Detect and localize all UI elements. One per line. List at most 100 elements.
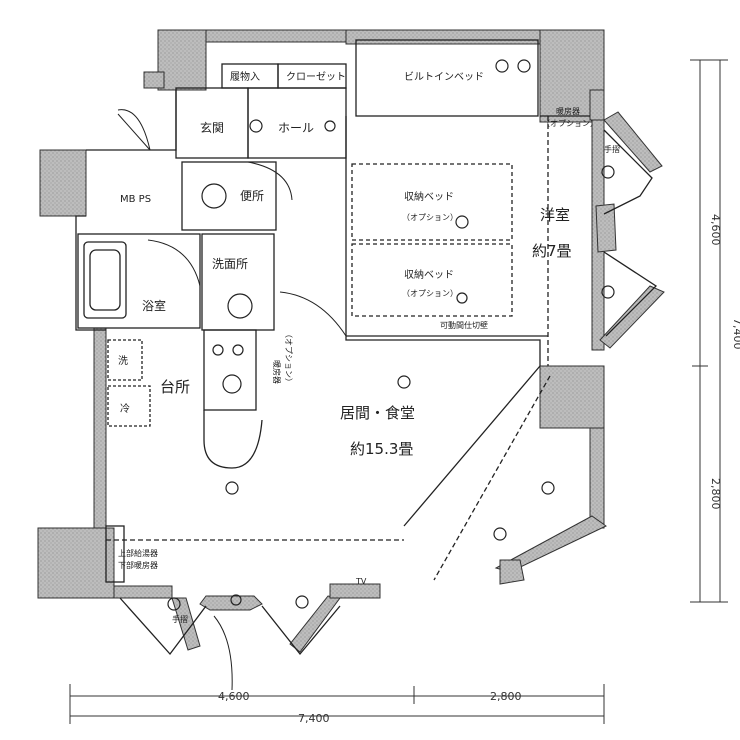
- dim-label-bottom-left: 4,600: [218, 690, 250, 703]
- living-diagonal-dashed: [433, 375, 551, 581]
- label-tv: TV: [355, 577, 367, 586]
- dim-label-bottom-total: 7,400: [298, 712, 330, 725]
- label-entrance: 玄関: [200, 120, 224, 135]
- label-western-room-size: 約7畳: [532, 242, 572, 260]
- wall-bottom-pier: [199, 595, 263, 611]
- toilet-bowl: [201, 183, 227, 209]
- light-bottom-pier: [230, 594, 242, 606]
- living-diagonal-wall: [403, 365, 541, 527]
- light-built-in-2: [517, 59, 531, 73]
- door-entrance-main: [117, 109, 151, 151]
- storage-bed-1-outline: [351, 163, 513, 241]
- light-kitchen: [225, 481, 239, 495]
- label-western-room: 洋室: [540, 206, 570, 224]
- light-living: [397, 375, 411, 389]
- door-washroom: [147, 239, 201, 287]
- washroom-room: [201, 233, 275, 331]
- closet-box: [277, 63, 347, 89]
- kitchen-counter: [203, 329, 257, 411]
- label-toilet: 便所: [240, 189, 264, 203]
- label-shoe-storage: 履物入: [230, 70, 260, 83]
- wall-block-bottom-left: [37, 527, 115, 599]
- interior-walls: [75, 39, 658, 656]
- label-living-dining-size: 約15.3畳: [350, 440, 413, 458]
- door-entrance-leaf: [117, 113, 151, 151]
- dim-label-right-lower: 2,800: [709, 478, 722, 510]
- label-bathroom: 浴室: [142, 298, 166, 313]
- wall-stub-pipe: [143, 71, 165, 89]
- structural-walls: [37, 29, 665, 653]
- label-fridge: 冷: [120, 402, 130, 415]
- light-bottom-mid: [295, 595, 309, 609]
- wall-right-column: [539, 365, 605, 429]
- label-storage-bed-2: 収納ベッド: [404, 268, 454, 281]
- dim-label-right-total: 7,400: [731, 318, 740, 350]
- wall-block-top-left: [157, 29, 207, 91]
- wall-bay-bottom: [171, 597, 201, 651]
- doors: [117, 109, 347, 691]
- dim-label-bottom-right: 2,800: [490, 690, 522, 703]
- label-closet: クローゼット: [286, 71, 346, 83]
- bottom-bay-windows: [119, 597, 341, 656]
- wall-strip-top: [205, 29, 347, 43]
- wall-bay-bottom-right: [289, 595, 341, 653]
- dimension-lines: [69, 59, 728, 724]
- label-living-dining: 居間・食堂: [340, 404, 415, 422]
- wall-corner-top-right: [589, 89, 605, 121]
- bathtub-inner: [89, 249, 121, 311]
- kitchen-island-curve: [203, 410, 263, 469]
- washer-box: [107, 339, 143, 381]
- right-bay-windows: [603, 129, 658, 337]
- label-kitchen-heater: 暖房器: [272, 360, 282, 384]
- door-toilet: [247, 161, 293, 201]
- label-handrail-left: 手摺: [172, 614, 188, 624]
- wall-right-pier: [595, 203, 617, 253]
- light-entrance: [249, 119, 263, 133]
- dimension-labels: 4,600 2,800 7,400 4,600 2,800 7,400: [218, 214, 740, 725]
- wall-bay-right-lower: [599, 285, 665, 349]
- light-bay-right-2: [601, 285, 615, 299]
- toilet-room: [181, 161, 277, 231]
- light-bay-right-1: [601, 165, 615, 179]
- bathtub: [83, 241, 127, 319]
- built-in-bed-box: [355, 39, 539, 117]
- room-labels: 履物入 クローゼット ビルトインベッド 玄関 ホール MB PS 便所 収納ベッ…: [118, 70, 620, 624]
- kitchen-sink: [222, 374, 242, 394]
- door-living: [279, 291, 347, 337]
- light-built-in-1: [495, 59, 509, 73]
- fridge-box: [107, 385, 151, 427]
- label-water-heater-upper: 上部給湯器: [118, 548, 158, 558]
- label-hall: ホール: [278, 121, 314, 135]
- perimeter-top-left: [86, 90, 177, 151]
- bathroom-room: [77, 233, 201, 329]
- light-bed-1: [455, 215, 469, 229]
- label-heater: 暖房器: [556, 106, 580, 116]
- label-movable-partition: 可動間仕切壁: [440, 320, 488, 330]
- wall-block-mbps: [39, 149, 87, 217]
- label-washer: 洗: [118, 355, 128, 367]
- label-storage-bed-option-1: （オプション）: [402, 213, 458, 222]
- light-bottom-left: [167, 597, 181, 611]
- wall-left: [93, 327, 107, 529]
- storage-bed-2-outline: [351, 243, 513, 317]
- label-kitchen: 台所: [160, 378, 190, 396]
- wall-bottom-right-corner: [329, 583, 381, 599]
- label-kitchen-heater-option: （オプション）: [284, 330, 293, 386]
- stove-burner-2: [232, 344, 244, 356]
- light-hall: [324, 120, 336, 132]
- light-bed-2: [456, 292, 468, 304]
- label-heater-lower: 下部暖房器: [118, 560, 158, 570]
- wall-bottom: [113, 585, 173, 599]
- wash-basin: [227, 293, 253, 319]
- wall-right-lower: [589, 427, 605, 529]
- label-handrail-right: 手摺: [604, 144, 620, 154]
- water-heater-box: [105, 525, 125, 583]
- light-fixtures: [167, 59, 615, 611]
- stove-burner-1: [212, 344, 224, 356]
- dim-label-right-upper: 4,600: [709, 214, 722, 246]
- label-mbps: MB PS: [120, 194, 151, 205]
- wall-bay-right-upper: [603, 111, 663, 173]
- label-washroom: 洗面所: [212, 257, 248, 271]
- label-built-in-bed: ビルトインベッド: [404, 71, 484, 83]
